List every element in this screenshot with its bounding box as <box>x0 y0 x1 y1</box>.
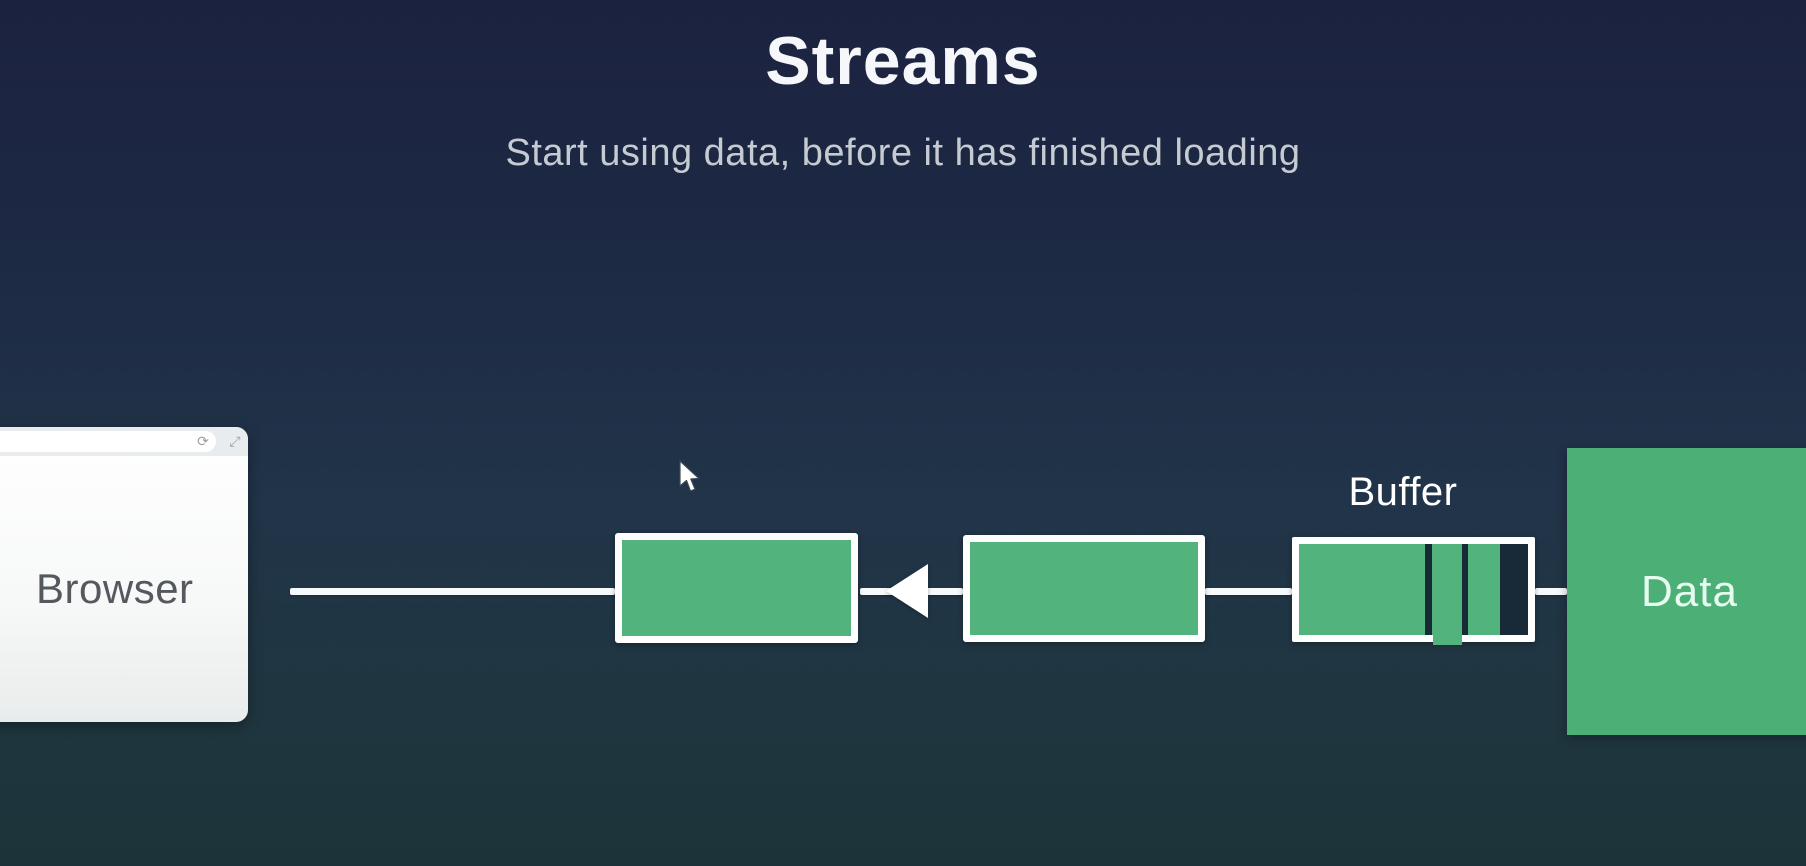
buffer-segment-empty <box>1500 544 1528 635</box>
buffer-segment-filled <box>1299 544 1425 635</box>
browser-topbar: ⟳ ⤢ <box>0 427 248 456</box>
buffer-label: Buffer <box>1348 470 1458 514</box>
browser-window: ⟳ ⤢ Browser <box>0 427 248 722</box>
buffer-segment-empty <box>1462 544 1468 635</box>
address-bar <box>0 431 216 452</box>
chunk-2 <box>963 535 1205 642</box>
chunk-1 <box>615 533 858 643</box>
buffer-chunk-notch <box>1433 634 1462 645</box>
data-source-label: Data <box>1641 566 1738 616</box>
connector-chunk2-to-buffer <box>1205 588 1292 595</box>
expand-icon: ⤢ <box>229 433 241 449</box>
flow-arrow-left-icon <box>886 564 928 618</box>
mouse-pointer <box>679 460 700 492</box>
page-title: Streams <box>765 23 1041 99</box>
buffer-box <box>1292 537 1535 642</box>
buffer-segment-filled <box>1432 544 1462 635</box>
connector-buffer-to-data <box>1535 588 1567 595</box>
refresh-icon: ⟳ <box>197 433 209 449</box>
buffer-segment-filled <box>1468 544 1500 635</box>
buffer-segment-empty <box>1425 544 1432 635</box>
data-source-box: Data <box>1567 448 1806 735</box>
browser-label: Browser <box>36 565 194 612</box>
connector-browser-to-chunk1 <box>290 588 615 595</box>
page-subtitle: Start using data, before it has finished… <box>505 132 1301 174</box>
